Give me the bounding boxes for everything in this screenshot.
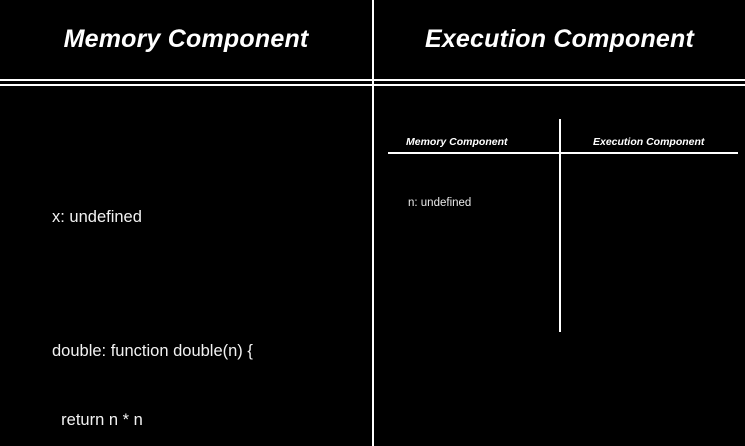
memory-entry-spacer xyxy=(52,275,253,294)
header-divider-left-lower xyxy=(0,84,372,86)
inner-execution-component-header: Execution Component xyxy=(593,136,705,148)
header-divider-left-upper xyxy=(0,79,372,81)
memory-entry-double-open: double: function double(n) { xyxy=(52,342,253,360)
header-divider-right-lower xyxy=(374,84,745,86)
header-divider-right-upper xyxy=(374,79,745,81)
memory-entry-double-body: return n * n xyxy=(52,411,143,429)
inner-vertical-divider xyxy=(559,119,561,332)
nested-execution-context: Memory Component Execution Component n: … xyxy=(374,86,745,446)
memory-entry-x: x: undefined xyxy=(52,208,142,226)
inner-memory-component-header: Memory Component xyxy=(406,136,508,148)
main-vertical-divider xyxy=(372,0,374,446)
memory-component-header: Memory Component xyxy=(63,25,309,53)
inner-horizontal-divider xyxy=(388,152,738,154)
memory-variable-listing: x: undefined double: function double(n) … xyxy=(52,160,253,446)
inner-memory-entry-n: n: undefined xyxy=(408,197,472,209)
execution-component-header: Execution Component xyxy=(424,25,695,53)
